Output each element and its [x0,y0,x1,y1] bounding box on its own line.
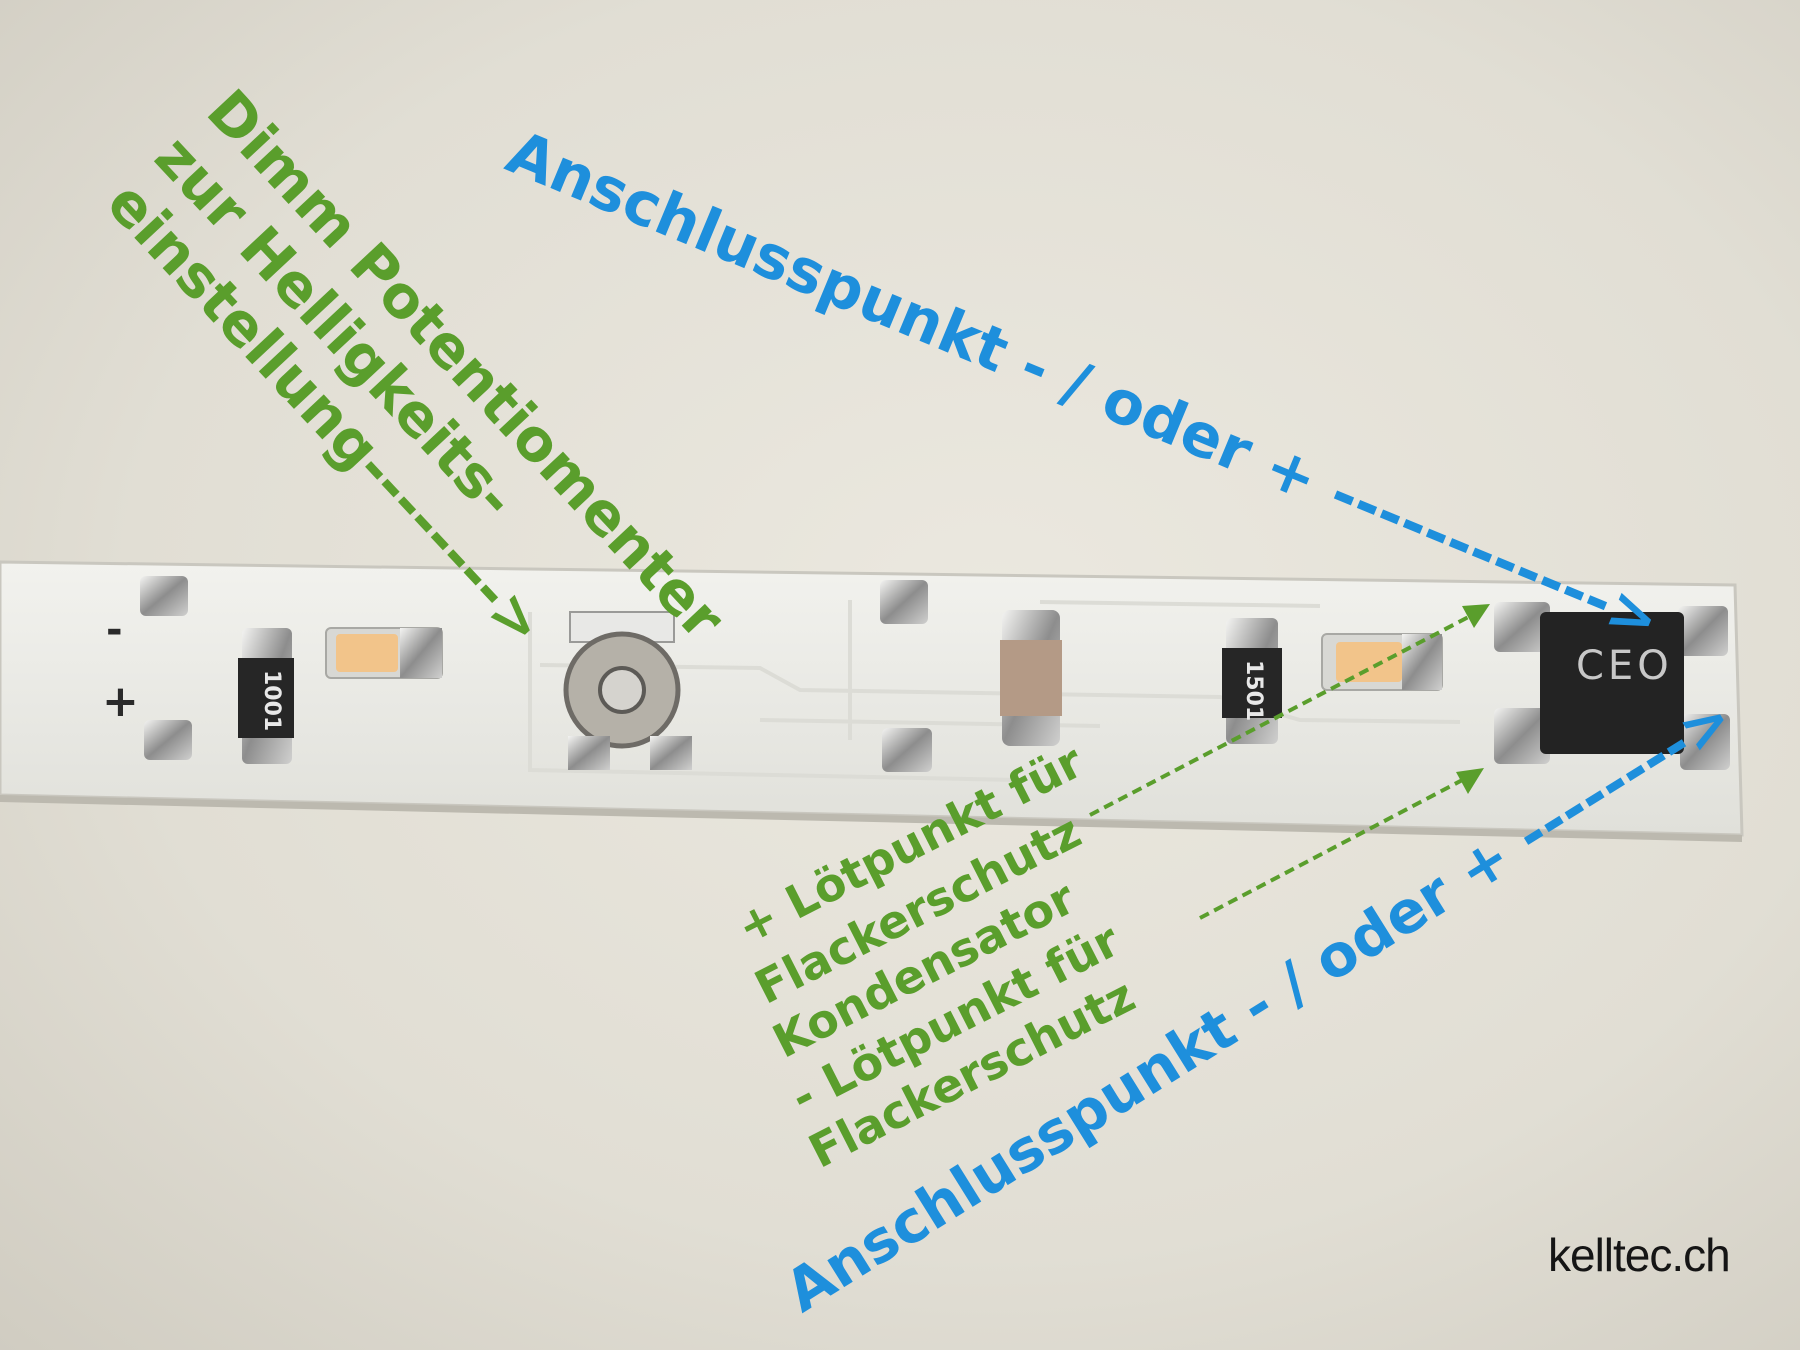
pcb-plus-sign: + [102,676,139,727]
solder-pad-group-left [140,576,192,760]
capacitor [1000,610,1062,746]
led-left [325,627,443,679]
resistor-right [1222,618,1282,744]
solder-pad-group-middle [880,580,932,772]
watermark-text: kelltec.ch [1548,1229,1731,1281]
green-arrow-group [1089,610,1479,920]
resistor-left-code: 1001 [259,670,284,732]
potentiometer [563,611,692,770]
pcb-minus-sign: - [106,607,123,653]
resistor-right-code: 1501 [1241,660,1266,722]
bridge-rectifier-chip [1494,602,1730,770]
chip-code: CEO [1576,643,1673,689]
resistor-left [238,628,294,764]
